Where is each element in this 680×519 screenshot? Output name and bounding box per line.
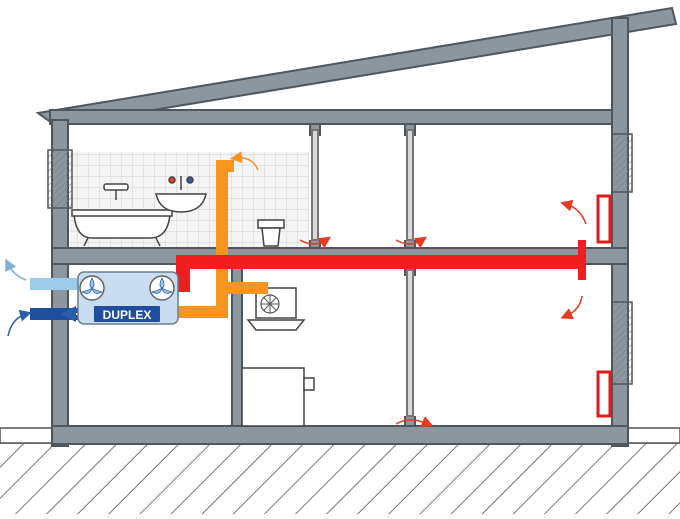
bathtub-icon <box>71 183 173 247</box>
washbasin-icon <box>155 176 207 213</box>
door-openings <box>309 136 416 416</box>
stove-icon <box>241 367 315 427</box>
radiator-icon <box>596 194 612 418</box>
ground <box>0 427 680 514</box>
fan-icon <box>79 275 105 301</box>
heat-recovery-unit: DUPLEX <box>77 271 179 325</box>
doors <box>311 129 414 417</box>
toilet-icon <box>257 219 285 247</box>
unit-label: DUPLEX <box>103 308 152 322</box>
fan-icon <box>260 294 280 314</box>
window-icon <box>47 133 633 385</box>
roof <box>35 6 678 128</box>
exhaust-air-duct <box>30 278 84 290</box>
air-flow-arrows <box>5 151 587 428</box>
fan-icon <box>149 275 175 301</box>
